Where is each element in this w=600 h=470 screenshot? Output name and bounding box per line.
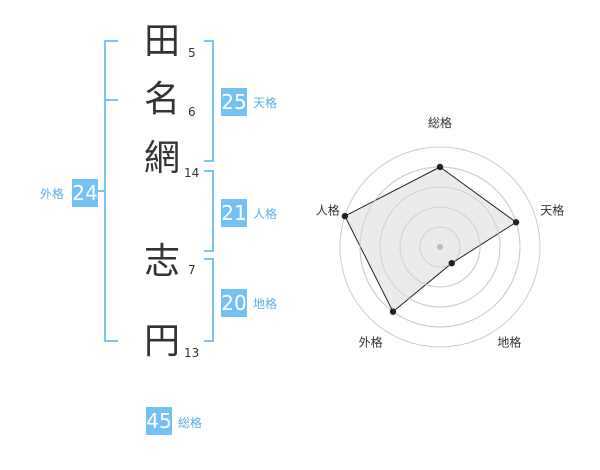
name-char-3: 網 — [143, 138, 180, 179]
jinkaku-label: 人格 — [253, 207, 278, 221]
radar-axis-label-3: 外格 — [359, 334, 383, 349]
soukaku-badge: 45 — [146, 407, 172, 435]
radar-axis-label-2: 地格 — [497, 334, 521, 349]
chikaku-bracket — [204, 258, 214, 342]
radar-point-1 — [512, 219, 520, 226]
gaikaku-badge: 24 — [72, 179, 98, 207]
gaikaku-label: 外格 — [40, 187, 65, 201]
radar-center-dot — [437, 244, 443, 250]
tenkaku-bracket — [204, 40, 214, 162]
radar-point-3 — [389, 308, 397, 315]
soukaku-label: 総格 — [178, 416, 203, 430]
tenkaku-label: 天格 — [253, 96, 278, 110]
stroke-count-1: 5 — [188, 46, 196, 60]
chikaku-label: 地格 — [253, 297, 278, 311]
radar-point-4 — [341, 212, 349, 220]
name-char-1: 田 — [143, 21, 180, 62]
radar-grid-ring-overlay — [379, 186, 501, 308]
gaikaku-bracket-tick — [104, 99, 118, 101]
radar-grid-ring-overlay — [399, 206, 481, 288]
radar-series-area — [344, 166, 517, 313]
stroke-count-4: 7 — [188, 263, 196, 277]
radar-grid-ring-overlay — [419, 226, 461, 268]
name-char-5: 円 — [143, 321, 180, 362]
jinkaku-bracket — [204, 170, 214, 252]
stroke-count-2: 6 — [188, 105, 196, 119]
stroke-count-3: 14 — [184, 166, 200, 180]
name-char-4: 志 — [143, 241, 180, 282]
radar-point-2 — [448, 259, 455, 267]
gaikaku-bracket-connector — [94, 190, 104, 192]
jinkaku-badge: 21 — [221, 199, 247, 227]
radar-point-0 — [436, 163, 444, 171]
chikaku-badge: 20 — [221, 289, 247, 317]
radar-axis-label-1: 天格 — [540, 203, 564, 218]
gaikaku-bracket — [104, 40, 118, 342]
stroke-count-5: 13 — [184, 346, 200, 360]
radar-axis-label-0: 総格 — [428, 115, 452, 130]
tenkaku-badge: 25 — [221, 88, 247, 116]
name-char-2: 名 — [143, 79, 180, 120]
radar-axis-label-4: 人格 — [316, 203, 340, 218]
